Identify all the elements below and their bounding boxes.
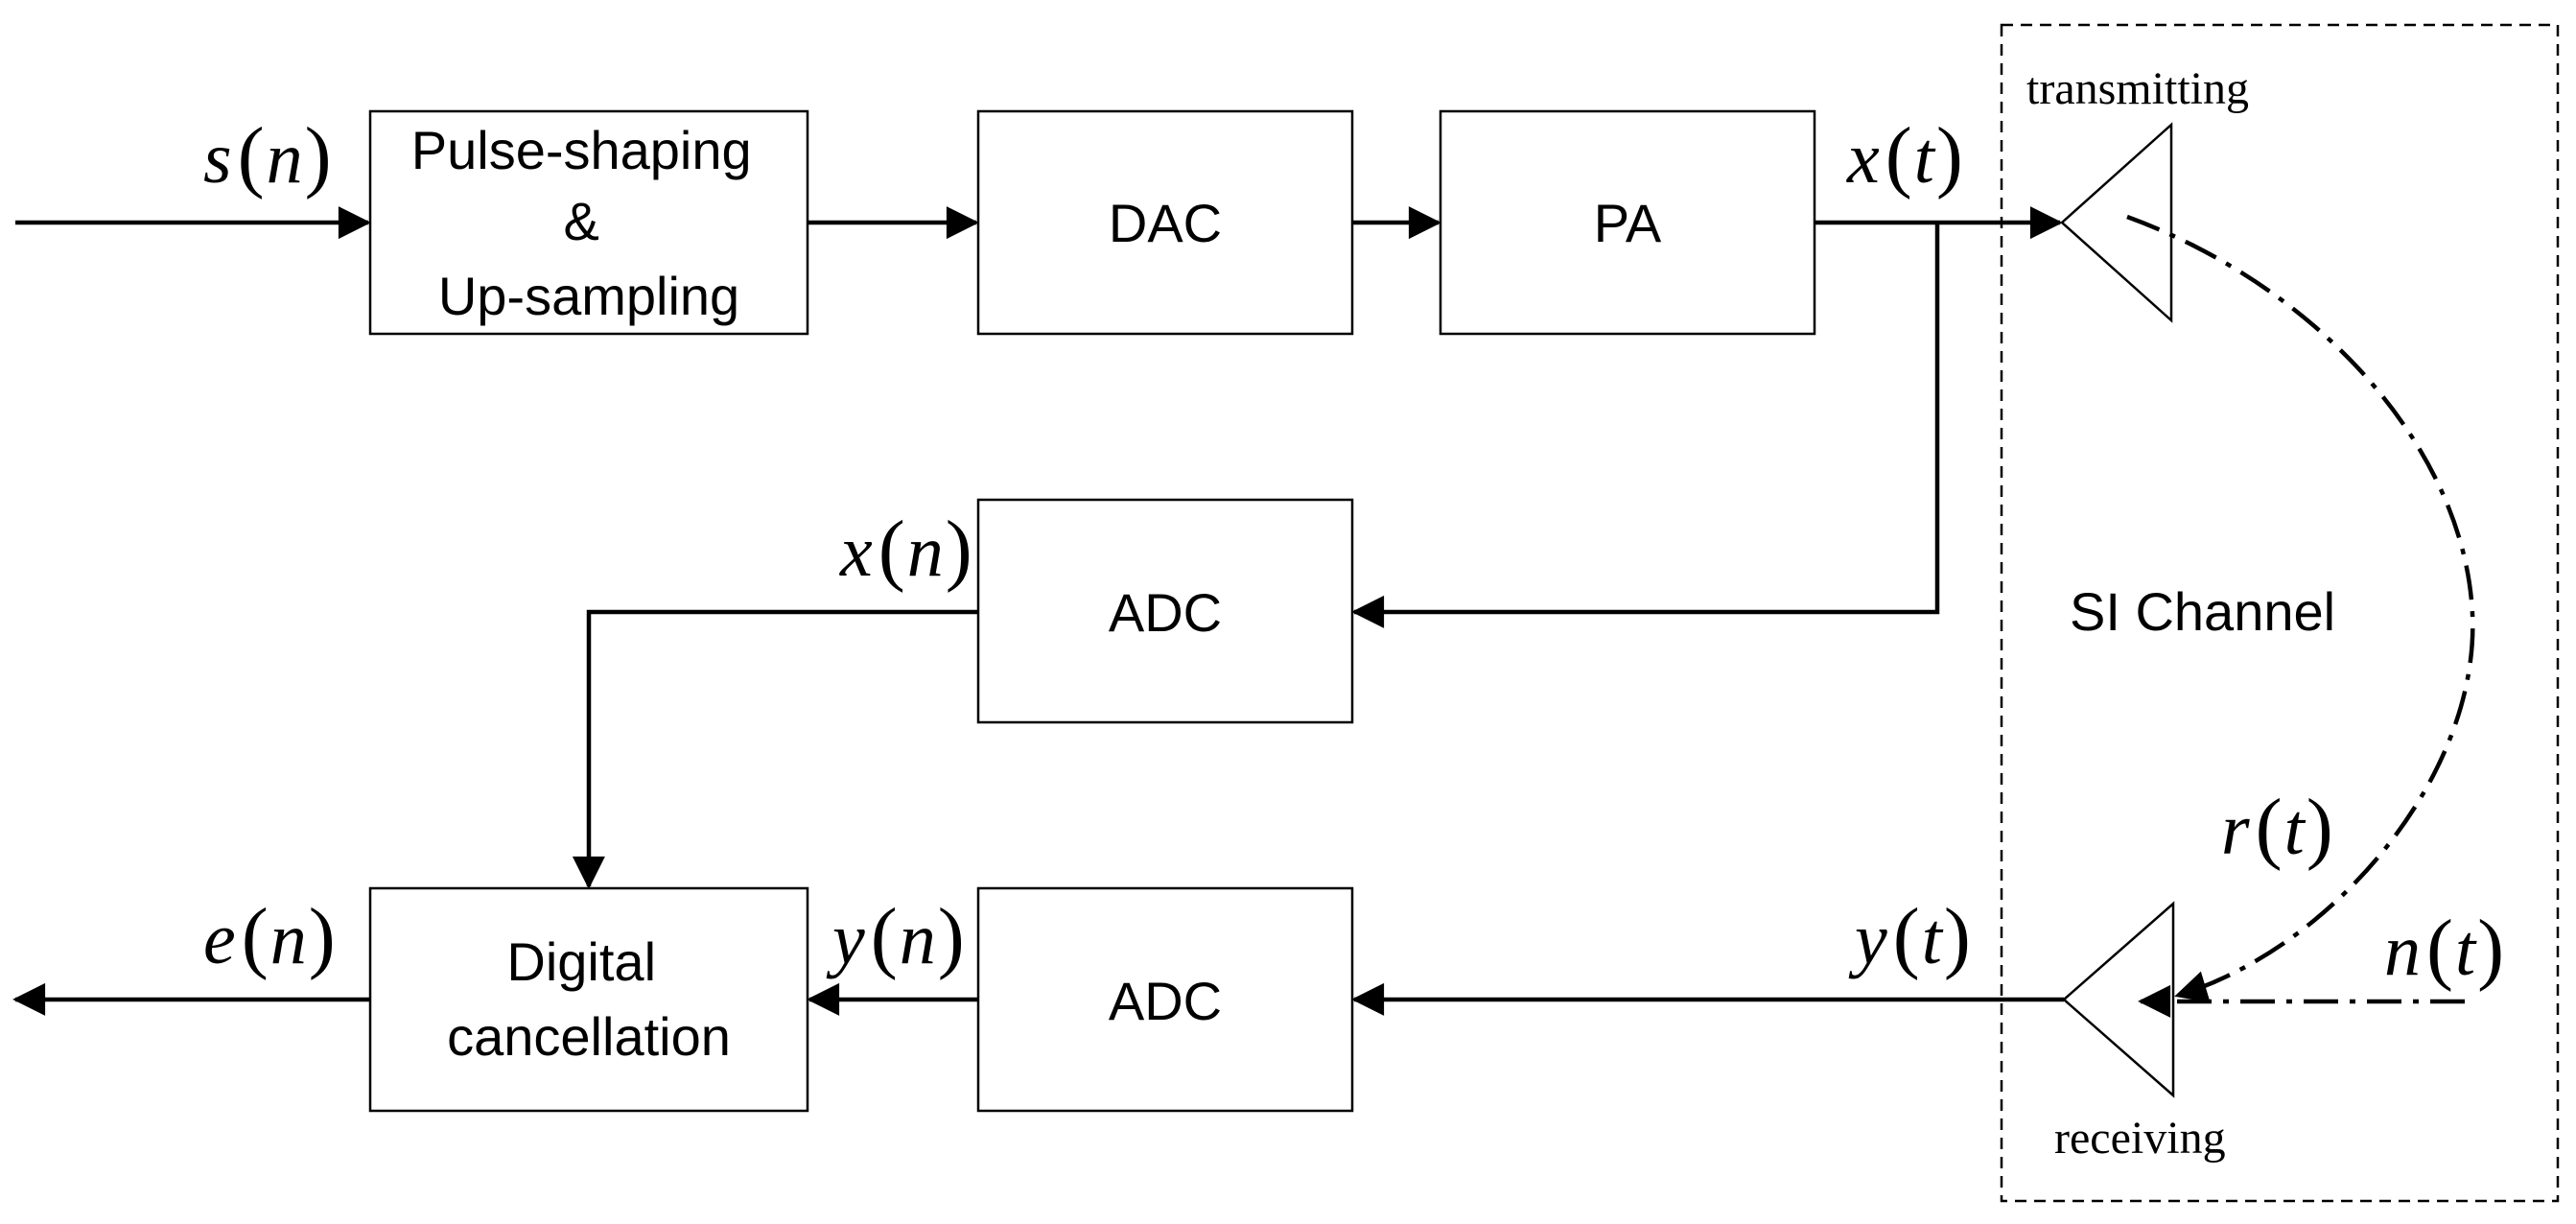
pa-block: PA [1439,109,1816,336]
signal-s-n: s(n) [203,111,332,200]
adc-feedback-block: ADC [976,498,1354,724]
digital-cancellation-block: Digital cancellation [368,886,809,1113]
svg-text:Pulse-shaping & Up: Pulse-shaping & Up-sampling [411,120,766,326]
adc-receive-block: ADC [976,886,1354,1113]
signal-n-t: n(t) [2384,904,2504,993]
receive-antenna-label: receiving [2054,1113,2226,1164]
feedback-to-adc-arrow [1351,223,1940,628]
transmit-antenna-label: transmitting [2026,63,2249,114]
pulse-shaping-line-2: & [564,191,599,251]
pa-label: PA [1594,193,1662,253]
si-channel-path [2126,214,2475,1003]
digital-cancellation-line-1: Digital [506,931,656,992]
pulse-shaping-block: Pulse-shaping & Up-sampling [368,109,809,336]
signal-r-t: r(t) [2221,783,2333,872]
dac-label: DAC [1109,193,1222,253]
pulse-shaping-line-1: Pulse-shaping [411,120,752,180]
si-channel-label: SI Channel [2070,581,2335,642]
svg-text:Digital cancellation: Digital cancellation [447,931,731,1067]
signal-e-n: e(n) [203,892,336,981]
signal-x-n: x(n) [839,505,972,594]
transmit-antenna-icon [2060,122,2173,323]
signal-x-t: x(t) [1846,111,1963,200]
adc-receive-label: ADC [1109,971,1222,1031]
adc-feedback-label: ADC [1109,582,1222,643]
si-channel-frame [2000,23,2560,1203]
signal-y-n: y(n) [826,892,965,981]
adc-to-cancellation-arrow [572,609,978,889]
pulse-shaping-line-3: Up-sampling [438,266,739,326]
receive-antenna-icon [2062,901,2175,1098]
digital-cancellation-line-2: cancellation [447,1006,731,1067]
dac-block: DAC [976,109,1354,336]
signal-y-t: y(t) [1848,892,1971,981]
